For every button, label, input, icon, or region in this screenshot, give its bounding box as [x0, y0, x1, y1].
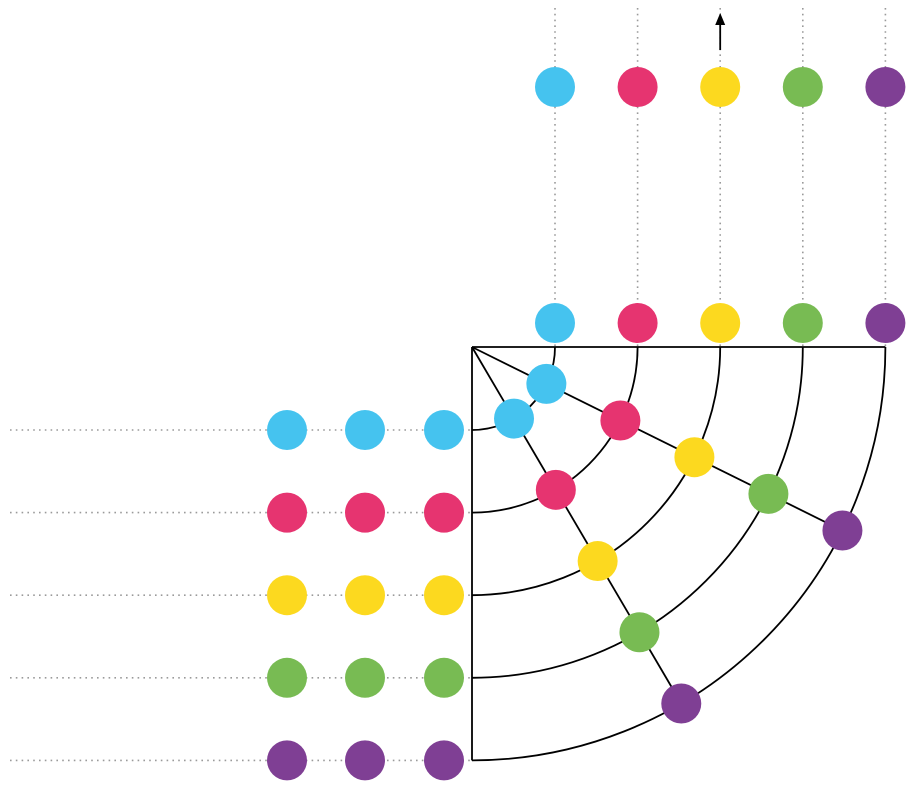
queue-dot-pink-3	[424, 492, 464, 533]
queue-dot-green-2	[345, 657, 385, 698]
queue-dot-green-3	[424, 657, 464, 698]
exit-dot-cyan-1	[535, 67, 575, 107]
arrow-head	[715, 13, 726, 25]
queue-dot-pink-1	[267, 492, 307, 533]
queue-dot-pink-2	[345, 492, 385, 533]
corner-dot-purple-1	[822, 510, 863, 551]
exit-dot-green-2	[782, 303, 823, 343]
dotted-guide-lines	[10, 8, 887, 762]
corner-dot-purple-2	[661, 683, 702, 724]
exit-dot-purple-1	[865, 67, 906, 107]
corner-dot-pink-1	[600, 400, 641, 441]
corner-dot-cyan-1	[526, 363, 567, 404]
queue-dot-yellow-2	[345, 575, 385, 616]
lane-arc-cyan	[471, 346, 556, 431]
corner-dot-green-1	[748, 473, 789, 514]
corner-frame	[471, 346, 886, 761]
spoke-2	[471, 346, 683, 704]
queue-dot-purple-2	[345, 740, 385, 781]
exit-dot-pink-2	[617, 303, 658, 343]
lane-arc-purple	[471, 346, 887, 762]
queue-dot-cyan-3	[424, 410, 464, 450]
corner-dot-pink-2	[535, 469, 576, 510]
queue-dot-green-1	[267, 657, 307, 698]
exit-dot-purple-2	[865, 303, 906, 343]
lane-arcs	[471, 346, 887, 762]
queue-dot-yellow-3	[424, 575, 464, 616]
queue-dot-cyan-2	[345, 410, 385, 450]
corner-dot-yellow-1	[674, 437, 715, 478]
lane-arc-yellow	[471, 346, 722, 597]
exit-dot-pink-1	[617, 67, 658, 107]
queue-dot-purple-1	[267, 740, 307, 781]
arrow-up-icon	[715, 13, 726, 50]
corner-dot-cyan-2	[494, 398, 535, 439]
lane-arc-pink	[471, 346, 639, 514]
queue-dot-yellow-1	[267, 575, 307, 616]
exit-dot-green-1	[782, 67, 823, 107]
lane-dots	[267, 67, 906, 781]
lane-arc-green	[471, 346, 804, 679]
queue-dot-purple-3	[424, 740, 464, 781]
queue-dot-cyan-1	[267, 410, 307, 450]
exit-dot-cyan-2	[535, 303, 575, 343]
exit-dot-yellow-2	[700, 303, 741, 343]
corner-dot-green-2	[619, 612, 660, 653]
exit-dot-yellow-1	[700, 67, 741, 107]
corner-spokes	[471, 346, 843, 704]
corner-dot-yellow-2	[577, 541, 618, 582]
